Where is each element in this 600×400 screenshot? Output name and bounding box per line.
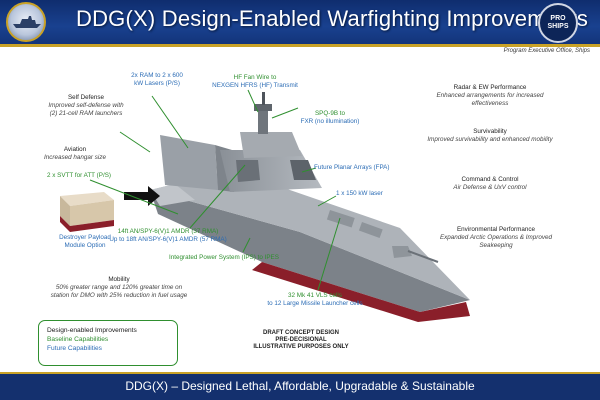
draft-line3: ILLUSTRATIVE PURPOSES ONLY — [253, 344, 349, 350]
annotation-spq9b: SPQ-9B to FXR (no illumination) — [286, 110, 374, 126]
vls-cells — [326, 210, 383, 238]
leader-lines — [89, 89, 341, 291]
annotation-amdr: 14ft AN/SPY-6(V)1 AMDR (37 RMA) Up to 18… — [92, 228, 244, 244]
helo-deck — [150, 184, 195, 206]
pro-ships-logo: PRO SHIPS — [538, 3, 578, 43]
aviation-title: Aviation — [63, 146, 87, 153]
command-control-title: Command & Control — [461, 176, 519, 183]
vls-line1: 32 Mk 41 VLS cells — [288, 292, 342, 299]
footer-tagline: DDG(X) – Designed Lethal, Affordable, Up… — [125, 379, 475, 393]
peo-label: Program Executive Office, Ships — [503, 48, 590, 54]
annotation-spq-line1: SPQ-9B to — [314, 110, 346, 117]
radar-ew-title: Radar & EW Performance — [453, 84, 527, 91]
annotation-aviation: Aviation Increased hangar size — [30, 146, 120, 162]
radar-ew-line1: Enhanced arrangements for increased — [436, 92, 544, 99]
annotation-hf-transmit: HF Fan Wire to NEXGEN HFRS (HF) Transmit — [200, 74, 310, 90]
annotation-ram-lasers: 2x RAM to 2 x 600 kW Lasers (P/S) — [116, 72, 198, 88]
amdr-line1: 14ft AN/SPY-6(V)1 AMDR (37 RMA) — [117, 228, 219, 235]
self-defense-line1: Improved self-defense with — [48, 102, 124, 109]
mobility-title: Mobility — [108, 276, 130, 283]
payload-line1: Destroyer Payload — [59, 234, 111, 241]
annotation-svtt: 2 x SVTT for ATT (P/S) — [34, 172, 124, 180]
superstructure-upper — [240, 132, 302, 158]
main-deck — [150, 170, 470, 300]
footer-bar — [0, 374, 600, 400]
ship-silhouette-icon — [13, 16, 41, 28]
survivability-line1: Improved survivability and enhanced mobi… — [427, 136, 553, 143]
aviation-line1: Increased hangar size — [44, 154, 106, 161]
annotation-mobility: Mobility 50% greater range and 120% grea… — [30, 276, 208, 300]
amdr-line2: Up to 18ft AN/SPY-6(V)1 AMDR (57 RMA) — [109, 236, 227, 243]
annotation-survivability: Survivability Improved survivability and… — [406, 128, 574, 144]
header-accent-line — [0, 44, 600, 47]
self-defense-line2: (2) 21-cell RAM launchers — [49, 110, 123, 117]
survivability-title: Survivability — [473, 128, 507, 135]
mast — [258, 110, 268, 134]
footer-accent-line — [0, 372, 600, 374]
annotation-fpa: Future Planar Arrays (FPA) — [314, 164, 420, 172]
payload-module-base — [60, 216, 114, 232]
ship-emblem-logo — [6, 2, 46, 42]
gun-barrel — [407, 250, 439, 263]
mast-antenna — [262, 92, 265, 105]
annotation-ips: Integrated Power System (IPS) to IPES — [150, 254, 298, 262]
annotation-radar-ew: Radar & EW Performance Enhanced arrangem… — [410, 84, 570, 108]
hull-side — [150, 190, 470, 312]
hangar — [160, 135, 218, 190]
svtt-label: 2 x SVTT for ATT (P/S) — [46, 172, 112, 179]
gun-mount — [392, 246, 412, 258]
red-hull-bottom — [252, 262, 470, 322]
annotation-ram-line2: kW Lasers (P/S) — [134, 80, 180, 87]
annotation-command-control: Command & Control Air Defense & UxV cont… — [428, 176, 552, 192]
draft-line2: PRE-DECISIONAL — [275, 337, 327, 343]
ips-label: Integrated Power System (IPS) to IPES — [169, 254, 279, 261]
annotation-payload-module: Destroyer Payload Module Option — [46, 234, 124, 250]
annotation-self-defense: Self Defense Improved self-defense with … — [36, 94, 136, 118]
draft-notice: DRAFT CONCEPT DESIGN PRE-DECISIONAL ILLU… — [226, 330, 376, 351]
annotation-environmental: Environmental Performance Expanded Arcti… — [420, 226, 572, 250]
annotation-hf-line2: NEXGEN HFRS (HF) Transmit — [212, 82, 298, 89]
payload-line2: Module Option — [64, 242, 106, 249]
radar-array-face — [236, 160, 260, 182]
self-defense-title: Self Defense — [67, 94, 105, 101]
payload-module-top — [60, 192, 114, 206]
annotation-vls: 32 Mk 41 VLS cells to 12 Large Missile L… — [250, 292, 380, 308]
annotation-spq-line2: FXR (no illumination) — [300, 118, 360, 125]
radar-ew-line2: effectiveness — [471, 100, 509, 107]
legend-box: Design-enabled Improvements Baseline Cap… — [38, 320, 178, 366]
legend-baseline: Baseline Capabilities — [47, 336, 109, 343]
radar-array-face-fwd — [290, 160, 316, 180]
legend-design-enabled: Design-enabled Improvements — [47, 327, 137, 334]
laser-label: 1 x 150 kW laser — [336, 190, 383, 197]
draft-line1: DRAFT CONCEPT DESIGN — [262, 330, 339, 336]
environmental-line2: Seakeeping — [479, 242, 513, 249]
annotation-hf-line1: HF Fan Wire to — [233, 74, 277, 81]
fpa-label: Future Planar Arrays (FPA) — [314, 164, 390, 171]
vls-line2: to 12 Large Missile Launcher cells — [267, 300, 363, 307]
mobility-line2: station for DMO with 25% reduction in fu… — [50, 292, 188, 299]
page-title: DDG(X) Design-Enabled Warfighting Improv… — [76, 6, 589, 31]
command-control-line1: Air Defense & UxV control — [453, 184, 527, 191]
payload-arrow-icon — [124, 186, 160, 206]
payload-module-side — [70, 200, 114, 226]
mast-top — [254, 104, 272, 111]
environmental-title: Environmental Performance — [456, 226, 536, 233]
legend-future: Future Capabilities — [47, 345, 102, 352]
annotation-ram-line1: 2x RAM to 2 x 600 — [131, 72, 183, 79]
title-bar: DDG(X) Design-Enabled Warfighting Improv… — [0, 0, 600, 44]
pro-ships-logo-text: PRO SHIPS — [547, 15, 569, 30]
annotation-laser: 1 x 150 kW laser — [336, 190, 416, 198]
environmental-line1: Expanded Arctic Operations & Improved — [439, 234, 553, 241]
mobility-line1: 50% greater range and 120% greater time … — [55, 284, 183, 291]
